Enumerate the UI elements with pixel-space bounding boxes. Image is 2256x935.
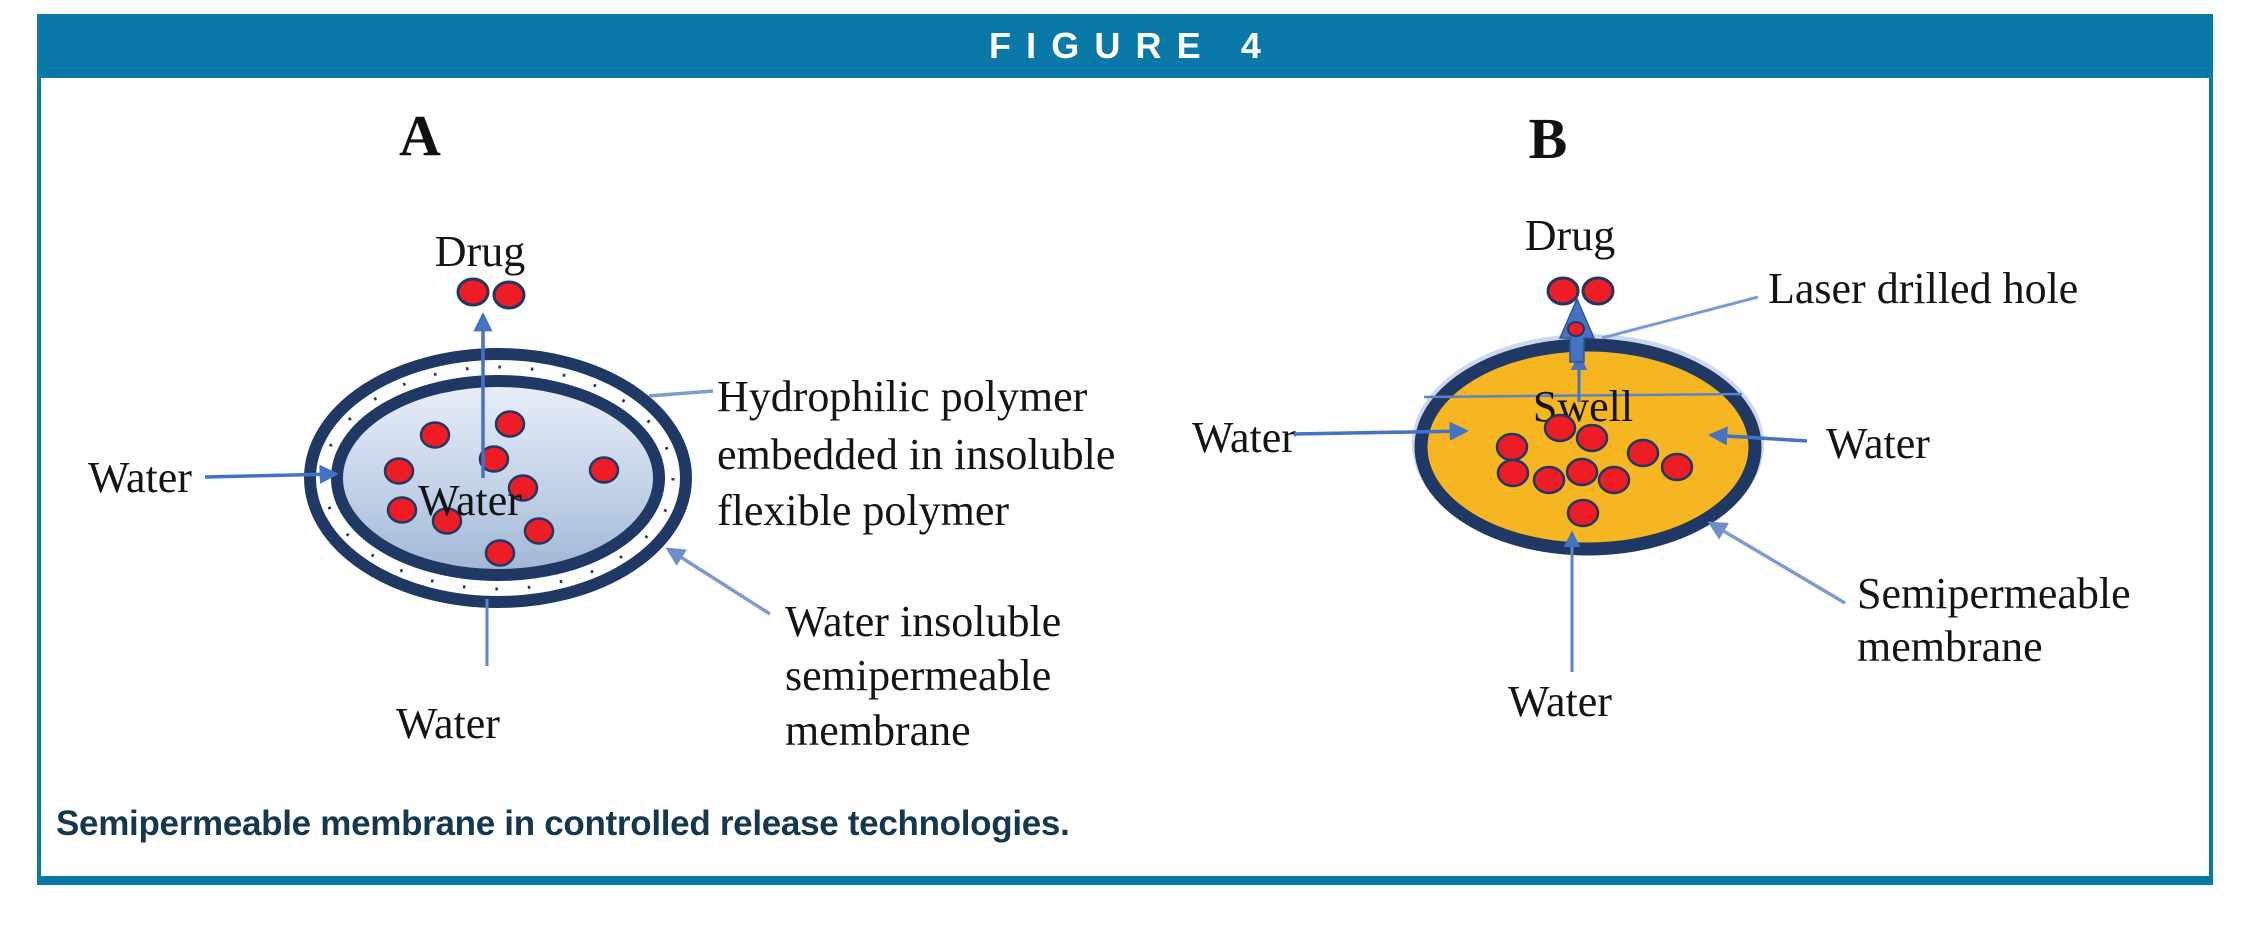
drug-particle-icon xyxy=(1496,458,1530,488)
diagram-b: B Drug Swell xyxy=(1192,106,2131,726)
drug-particle-icon xyxy=(383,457,415,485)
diagram-b-water-bottom-label: Water xyxy=(1508,677,1612,726)
laser-hole-label: Laser drilled hole xyxy=(1768,264,2078,313)
diagram-b-water-right-label: Water xyxy=(1826,419,1930,468)
diagram-b-label: B xyxy=(1529,106,1568,171)
drug-particle-icon xyxy=(523,517,555,545)
polymer-pointer-line-icon xyxy=(648,389,714,398)
drug-particle-icon xyxy=(494,410,526,438)
annotation-line: Water insoluble xyxy=(785,597,1061,646)
swell-extent-line-icon xyxy=(1423,392,1743,399)
drug-particle-icon xyxy=(1597,465,1631,495)
drug-particle-icon xyxy=(1565,457,1599,487)
drug-particle-icon xyxy=(1543,413,1577,443)
drug-particle-icon xyxy=(431,507,463,535)
drug-particle-icon xyxy=(492,280,526,310)
annotation-line: membrane xyxy=(785,706,971,755)
water-inflow-arrow-icon xyxy=(1293,421,1469,441)
water-inflow-arrow-icon xyxy=(204,464,339,484)
drug-particle-icon xyxy=(1660,452,1694,482)
drug-particle-icon xyxy=(507,474,539,502)
figure-header: FIGURE 4 xyxy=(37,14,2213,78)
drug-particle-icon xyxy=(484,539,516,567)
annotation-line: semipermeable xyxy=(785,651,1051,700)
drug-particle-icon xyxy=(588,456,620,484)
drug-particle-icon xyxy=(456,277,490,307)
drug-particle-icon xyxy=(1495,432,1529,462)
diagram-a-label: A xyxy=(399,103,441,168)
drug-particle-icon xyxy=(1546,276,1580,306)
annotation-line: Hydrophilic polymer xyxy=(717,372,1088,421)
drug-particle-icon xyxy=(1626,438,1660,468)
annotation-line: membrane xyxy=(1857,622,2043,671)
annotation-line: flexible polymer xyxy=(717,486,1009,535)
diagram-a-membrane-annotation: Water insoluble semipermeable membrane xyxy=(785,597,1061,755)
drug-particle-icon xyxy=(1575,423,1609,453)
diagram-b-water-left-label: Water xyxy=(1192,413,1296,462)
membrane-pointer-arrow-icon xyxy=(665,547,771,616)
tablet-a-membrane-stipple xyxy=(321,365,675,591)
annotation-line: embedded in insoluble xyxy=(717,430,1115,479)
drug-particle-in-hole-icon xyxy=(1567,321,1585,337)
diagram-a-polymer-annotation: Hydrophilic polymer embedded in insolubl… xyxy=(717,372,1115,535)
diagram-a: A Drug Water xyxy=(88,103,1115,755)
diagram-b-drug-label: Drug xyxy=(1525,211,1615,260)
laser-hole-pointer-line-icon xyxy=(1601,295,1759,340)
diagram-a-water-left-label: Water xyxy=(88,453,192,502)
tablet-a-inner-label: Water xyxy=(418,476,522,525)
diagram-b-membrane-annotation: Semipermeable membrane xyxy=(1857,569,2131,671)
tablet-a-drug-particles xyxy=(383,410,620,567)
drug-particle-icon xyxy=(1581,276,1615,306)
diagram-a-water-bottom-label: Water xyxy=(396,699,500,748)
drug-particle-icon xyxy=(478,445,510,473)
drug-particle-icon xyxy=(386,496,418,524)
figure-title: FIGURE 4 xyxy=(989,25,1277,66)
tablet-b-drug-particles xyxy=(1495,413,1694,528)
figure-caption: Semipermeable membrane in controlled rel… xyxy=(56,804,1070,843)
drug-particle-icon xyxy=(1566,498,1600,528)
drug-particle-icon xyxy=(419,421,451,449)
water-inflow-arrow-icon xyxy=(1708,426,1808,446)
membrane-pointer-arrow-icon xyxy=(1707,521,1846,605)
annotation-line: Semipermeable xyxy=(1857,569,2131,618)
diagram-a-drug-label: Drug xyxy=(435,227,525,276)
tablet-a-outer-membrane xyxy=(304,348,692,608)
drug-particle-icon xyxy=(1532,465,1566,495)
